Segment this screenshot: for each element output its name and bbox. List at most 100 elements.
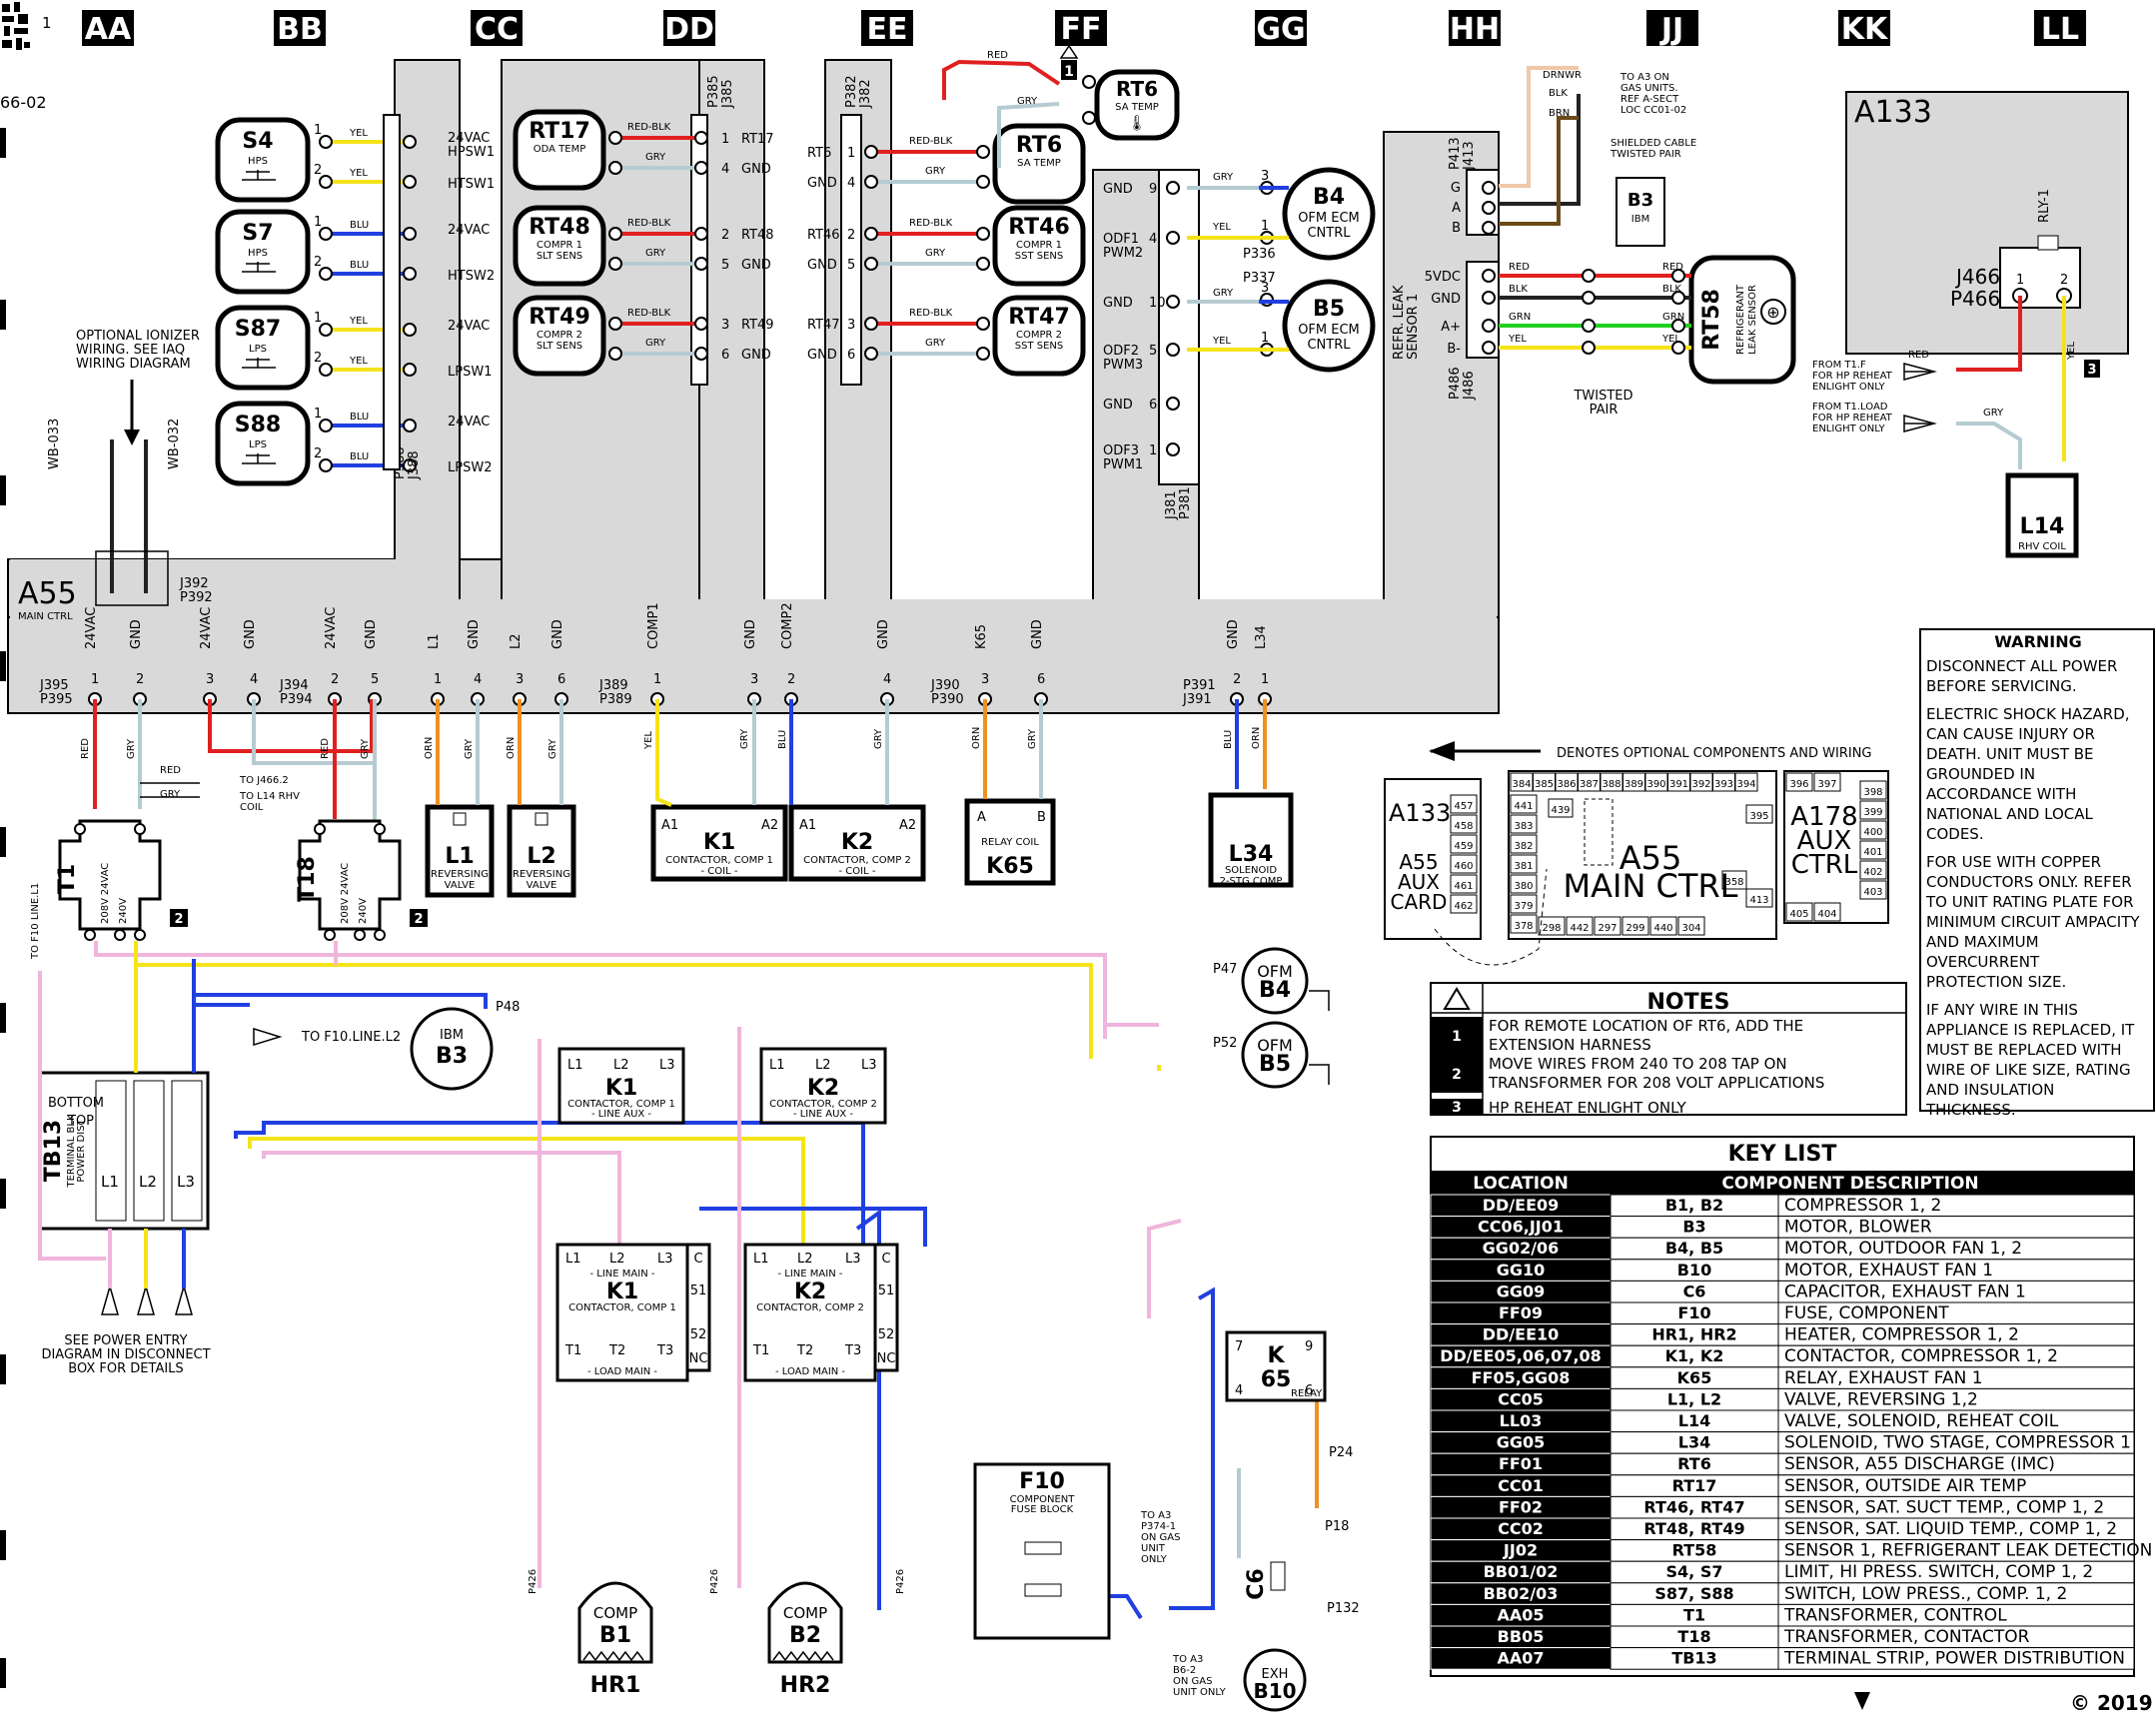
svg-text:RED-BLK: RED-BLK	[909, 136, 953, 147]
svg-text:MINIMUM CIRCUIT AMPACITY: MINIMUM CIRCUIT AMPACITY	[1926, 913, 2140, 931]
svg-text:LOCATION: LOCATION	[1473, 1174, 1569, 1194]
svg-text:RED-BLK: RED-BLK	[627, 218, 671, 229]
svg-text:NC: NC	[689, 1351, 708, 1366]
a55-subtitle: MAIN CTRL	[18, 611, 73, 622]
svg-text:B1: B1	[599, 1623, 631, 1648]
svg-text:COMP2: COMP2	[780, 602, 795, 649]
svg-text:BLK: BLK	[1662, 284, 1681, 295]
svg-text:RLY-1: RLY-1	[2037, 189, 2052, 223]
svg-text:2: 2	[331, 672, 339, 687]
svg-text:A+: A+	[1441, 320, 1461, 335]
svg-text:RED: RED	[1908, 350, 1929, 361]
svg-text:B3: B3	[1627, 190, 1653, 211]
svg-text:KK: KK	[1841, 12, 1889, 47]
svg-text:1: 1	[1261, 331, 1269, 346]
svg-text:COMP: COMP	[593, 1604, 637, 1622]
svg-text:DISCONNECT ALL POWER: DISCONNECT ALL POWER	[1926, 657, 2117, 675]
svg-text:YEL: YEL	[1508, 334, 1527, 345]
svg-text:2: 2	[847, 228, 855, 243]
svg-text:L2: L2	[527, 844, 555, 869]
svg-text:K2: K2	[794, 1280, 826, 1304]
svg-text:ORN: ORN	[424, 737, 435, 759]
svg-text:240V: 240V	[118, 898, 129, 924]
svg-text:TRANSFORMER, CONTROL: TRANSFORMER, CONTROL	[1783, 1605, 2007, 1625]
svg-text:YEL: YEL	[1661, 334, 1680, 345]
svg-text:P426: P426	[895, 1569, 906, 1594]
svg-text:T18: T18	[1677, 1627, 1710, 1646]
svg-text:B4: B4	[1259, 978, 1291, 1003]
svg-text:3: 3	[2087, 363, 2096, 378]
svg-text:BLU: BLU	[1223, 730, 1234, 749]
svg-text:L1: L1	[445, 844, 474, 869]
svg-text:VALVE, REVERSING 1,2: VALVE, REVERSING 1,2	[1784, 1389, 1978, 1409]
svg-text:3: 3	[1452, 1100, 1462, 1116]
svg-text:RT17: RT17	[529, 119, 590, 144]
svg-text:B5: B5	[1313, 297, 1345, 322]
svg-text:GG: GG	[1256, 12, 1305, 47]
svg-text:GND: GND	[876, 619, 891, 649]
svg-text:REFR. LEAKSENSOR 1: REFR. LEAKSENSOR 1	[1392, 285, 1421, 360]
svg-text:BB: BB	[277, 12, 323, 47]
svg-text:K2: K2	[841, 830, 873, 855]
svg-text:390: 390	[1646, 779, 1665, 790]
svg-text:B3: B3	[1682, 1218, 1705, 1237]
svg-text:1: 1	[1452, 1029, 1462, 1045]
svg-text:RT6: RT6	[1116, 77, 1158, 101]
svg-text:5: 5	[1149, 344, 1157, 359]
svg-text:T1: T1	[1683, 1605, 1705, 1624]
svg-text:PROTECTION SIZE.: PROTECTION SIZE.	[1926, 973, 2066, 991]
svg-text:FF02: FF02	[1499, 1497, 1543, 1516]
svg-text:LEAK SENSOR: LEAK SENSOR	[1747, 285, 1758, 355]
svg-text:IF ANY WIRE IN THIS: IF ANY WIRE IN THIS	[1926, 1001, 2078, 1019]
column-header-dd: DD	[663, 10, 715, 47]
svg-text:1: 1	[1149, 443, 1157, 458]
svg-text:WB-033: WB-033	[47, 419, 62, 469]
svg-text:395: 395	[1749, 811, 1768, 822]
svg-text:LPS: LPS	[249, 439, 267, 450]
svg-text:L2: L2	[139, 1173, 157, 1191]
svg-text:ORN: ORN	[1251, 727, 1262, 749]
svg-text:385: 385	[1535, 779, 1554, 790]
svg-text:BB05: BB05	[1498, 1627, 1545, 1646]
a55-title: A55	[18, 576, 77, 611]
svg-text:COMPRESSOR 1, 2: COMPRESSOR 1, 2	[1784, 1196, 1941, 1216]
svg-text:ORN: ORN	[506, 737, 517, 759]
svg-text:TERMINAL STRIP, POWER DISTRIBU: TERMINAL STRIP, POWER DISTRIBUTION	[1783, 1649, 2125, 1669]
svg-text:T3: T3	[844, 1343, 861, 1358]
svg-text:- LINE MAIN -: - LINE MAIN -	[778, 1269, 843, 1280]
svg-text:24VAC: 24VAC	[340, 863, 351, 896]
svg-text:391: 391	[1669, 779, 1688, 790]
svg-text:OFM: OFM	[1257, 1036, 1293, 1055]
svg-text:IBM: IBM	[440, 1028, 464, 1043]
svg-text:YEL: YEL	[643, 731, 654, 750]
svg-text:GRY: GRY	[645, 152, 666, 163]
svg-text:B5: B5	[1259, 1052, 1291, 1077]
svg-text:P392: P392	[180, 590, 213, 605]
svg-text:441: 441	[1514, 801, 1533, 812]
svg-text:F10: F10	[1019, 1469, 1065, 1494]
svg-text:LPSW2: LPSW2	[448, 460, 492, 475]
svg-text:MOTOR, OUTDOOR FAN 1, 2: MOTOR, OUTDOOR FAN 1, 2	[1784, 1239, 2022, 1259]
svg-text:J466: J466	[1954, 265, 2000, 289]
svg-text:CC01: CC01	[1498, 1476, 1544, 1495]
svg-text:CAN CAUSE INJURY OR: CAN CAUSE INJURY OR	[1926, 725, 2095, 743]
svg-text:FOR USE WITH COPPER: FOR USE WITH COPPER	[1926, 853, 2101, 871]
svg-text:B-: B-	[1447, 342, 1461, 357]
svg-text:297: 297	[1598, 923, 1617, 934]
svg-text:24VAC: 24VAC	[84, 607, 99, 649]
svg-text:382: 382	[1514, 841, 1533, 852]
svg-text:BLU: BLU	[350, 220, 369, 231]
svg-text:COMPONENT DESCRIPTION: COMPONENT DESCRIPTION	[1721, 1174, 1978, 1194]
svg-text:CAPACITOR, EXHAUST FAN 1: CAPACITOR, EXHAUST FAN 1	[1784, 1282, 2026, 1301]
svg-text:24VAC: 24VAC	[100, 863, 111, 896]
